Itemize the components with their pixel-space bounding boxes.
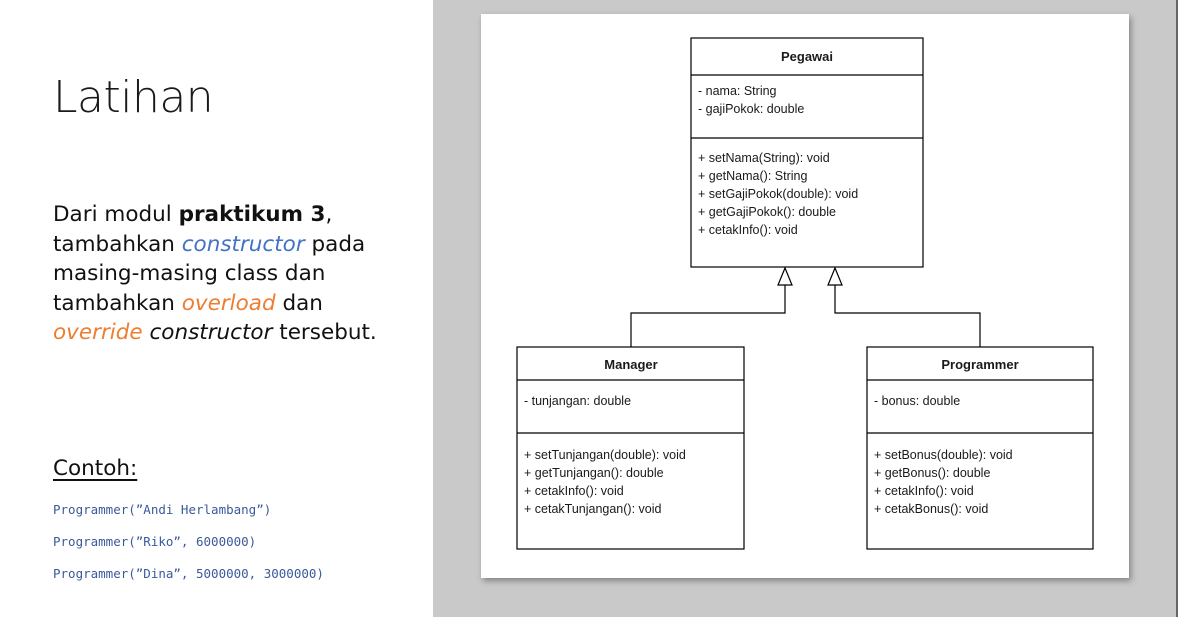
instruction-part: pada masing-masing class dan tambahkan xyxy=(53,231,366,316)
instruction-bold: praktikum 3 xyxy=(178,202,326,227)
class-method: + setNama(String): void xyxy=(698,151,830,165)
inheritance-arrow-manager xyxy=(630,266,793,347)
example-code-line: Programmer(”Andi Herlambang”) xyxy=(53,502,272,517)
keyword-constructor: constructor xyxy=(181,231,305,257)
example-heading: Contoh: xyxy=(53,456,138,481)
keyword-overload: overload xyxy=(181,290,276,316)
uml-class-diagram: Pegawai - nama: String - gajiPokok: doub… xyxy=(516,37,1094,550)
instruction-part: Dari modul xyxy=(53,202,179,227)
instruction-part: tersebut. xyxy=(272,320,377,345)
class-method: + getTunjangan(): double xyxy=(524,466,664,480)
class-name: Manager xyxy=(604,357,657,372)
class-pegawai[interactable]: Pegawai - nama: String - gajiPokok: doub… xyxy=(690,37,924,268)
keyword-override: override xyxy=(53,320,143,345)
class-name: Programmer xyxy=(941,357,1018,372)
class-manager[interactable]: Manager - tunjangan: double + setTunjang… xyxy=(516,346,745,550)
class-method: + cetakInfo(): void xyxy=(874,484,974,498)
class-method: + getGajiPokok(): double xyxy=(698,205,836,219)
instruction-text: Dari modul praktikum 3, tambahkan constr… xyxy=(53,200,383,348)
class-attribute: - gajiPokok: double xyxy=(698,102,804,116)
class-method: + getNama(): String xyxy=(698,169,807,183)
class-programmer[interactable]: Programmer - bonus: double + setBonus(do… xyxy=(866,346,1094,550)
class-method: + cetakInfo(): void xyxy=(698,223,798,237)
class-method: + cetakBonus(): void xyxy=(874,502,988,516)
instruction-part: dan xyxy=(275,290,323,316)
diagram-canvas: Pegawai - nama: String - gajiPokok: doub… xyxy=(481,14,1129,578)
diagram-panel: Pegawai - nama: String - gajiPokok: doub… xyxy=(433,0,1178,617)
keyword-constructor-italic: constructor xyxy=(149,320,273,345)
class-method: + cetakTunjangan(): void xyxy=(524,502,662,516)
slide-title: Latihan xyxy=(53,72,214,123)
class-method: + setBonus(double): void xyxy=(874,448,1013,462)
class-attribute: - tunjangan: double xyxy=(524,394,631,408)
panel-edge xyxy=(1176,0,1178,617)
class-name: Pegawai xyxy=(781,49,833,64)
class-attribute: - bonus: double xyxy=(874,394,960,408)
class-method: + setTunjangan(double): void xyxy=(524,448,686,462)
inheritance-arrow-programmer xyxy=(827,266,981,347)
class-method: + cetakInfo(): void xyxy=(524,484,624,498)
example-code-line: Programmer(”Dina”, 5000000, 3000000) xyxy=(53,566,324,581)
class-method: + setGajiPokok(double): void xyxy=(698,187,858,201)
example-code-line: Programmer(”Riko”, 6000000) xyxy=(53,534,257,549)
example-code-list: Programmer(”Andi Herlambang”) Programmer… xyxy=(53,500,324,596)
class-method: + getBonus(): double xyxy=(874,466,990,480)
class-attribute: - nama: String xyxy=(698,84,777,98)
instruction-part: , tambahkan xyxy=(53,202,333,257)
